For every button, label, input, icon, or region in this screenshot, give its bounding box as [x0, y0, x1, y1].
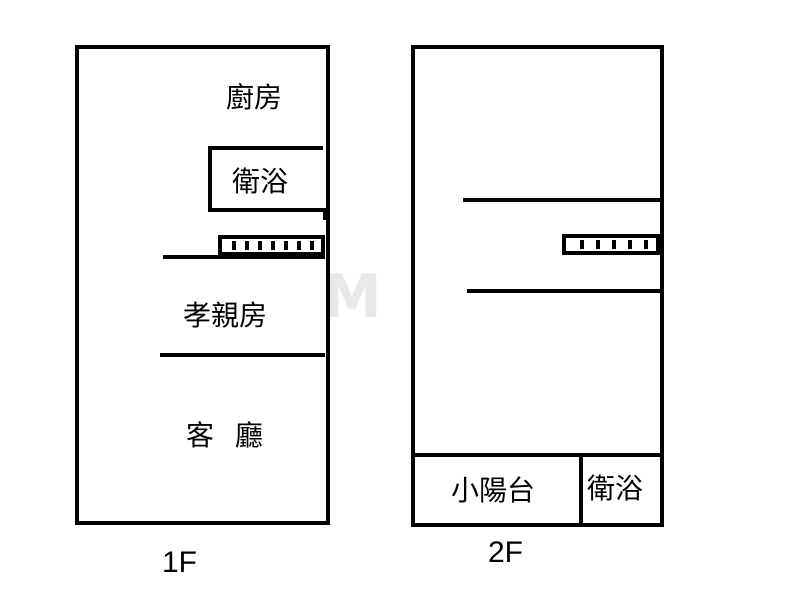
floor1-bathroom-label: 衛浴: [232, 165, 289, 198]
floor2-label: 2F: [488, 536, 524, 569]
floor1-stairs: [218, 235, 325, 256]
watermark: M: [322, 262, 384, 332]
living-room-label: 客 廳: [186, 419, 269, 452]
floor1-outline: [75, 45, 330, 525]
balcony-label: 小陽台: [451, 474, 536, 507]
floor1-label: 1F: [162, 546, 198, 579]
floor2-bathroom-label: 衛浴: [587, 472, 644, 505]
kitchen-label: 廚房: [226, 81, 283, 114]
floor2-stairs: [562, 234, 660, 255]
bedroom-label: 孝親房: [183, 299, 268, 332]
floor1-bathroom-walls: [208, 146, 327, 220]
floor2-outline: [411, 45, 664, 527]
